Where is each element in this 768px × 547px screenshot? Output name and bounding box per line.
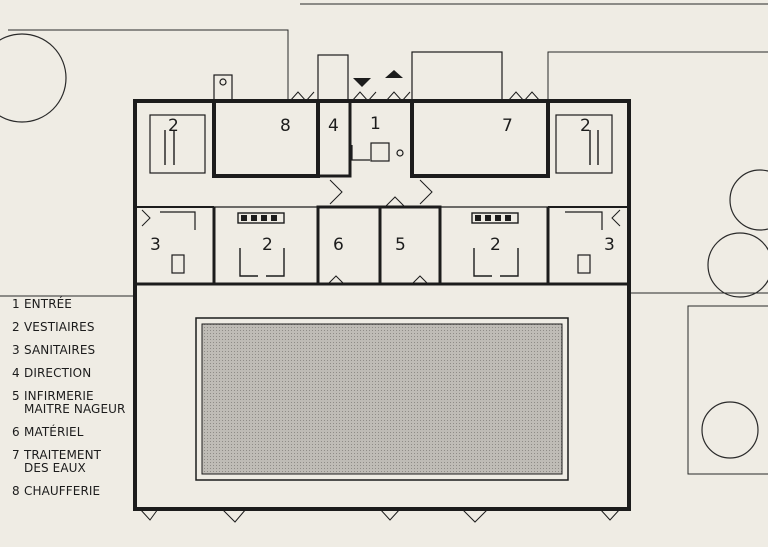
legend-number: 4 [12,366,20,380]
legend: 1 ENTRÉE 2 VESTIAIRES 3 SANITAIRES 4 DIRECTION 5… [12,298,140,508]
room-3-sanitaires-right: 3 [604,235,615,255]
legend-item: 5 INFIRMERIE MAITRE NAGEUR [12,390,140,416]
building-walls [133,99,631,511]
legend-label: MATÉRIEL [24,425,84,439]
legend-number: 6 [12,425,20,439]
room-8-chaufferie: 8 [280,116,291,136]
legend-number: 7 [12,448,20,462]
site-lines [0,3,768,475]
entry-desk [351,142,404,162]
legend-label: TRAITEMENT DES EAUX [24,448,102,475]
room-5-infirmerie: 5 [395,235,406,255]
room-2-vestiaires-right: 2 [580,116,591,136]
locker-benches [164,130,599,277]
room-2-vestiaires-left: 2 [168,116,179,136]
room-7-traitement: 7 [502,116,513,136]
legend-number: 2 [12,320,20,334]
entrance-arrows [353,70,403,87]
legend-label: DIRECTION [24,366,92,380]
legend-item: 3 SANITAIRES [12,344,140,357]
legend-item: 6 MATÉRIEL [12,426,140,439]
legend-label: INFIRMERIE MAITRE NAGEUR [24,389,126,416]
legend-label: CHAUFFERIE [24,484,101,498]
legend-number: 5 [12,389,20,403]
legend-label: SANITAIRES [24,343,96,357]
tree-circles [0,33,768,459]
legend-item: 1 ENTRÉE [12,298,140,311]
door-swings [139,91,621,523]
room-4-direction: 4 [328,116,339,136]
legend-number: 1 [12,297,20,311]
legend-item: 2 VESTIAIRES [12,321,140,334]
sanitary-fixtures [160,211,603,274]
room-3-sanitaires-left: 3 [150,235,161,255]
rooftop-elements [213,51,503,101]
legend-number: 8 [12,484,20,498]
room-1-entree: 1 [370,114,381,134]
swimming-pool [195,317,569,481]
room-6-materiel: 6 [333,235,344,255]
legend-number: 3 [12,343,20,357]
room-numbers: 1 2 2 2 2 3 3 4 5 6 7 8 [150,114,615,255]
legend-item: 7 TRAITEMENT DES EAUX [12,449,140,475]
room-2-vestiaires-mid-left: 2 [262,235,273,255]
locker-marks [241,215,511,221]
legend-label: ENTRÉE [24,297,72,311]
legend-label: VESTIAIRES [24,320,95,334]
room-2-vestiaires-mid-right: 2 [490,235,501,255]
legend-item: 8 CHAUFFERIE [12,485,140,498]
legend-item: 4 DIRECTION [12,367,140,380]
